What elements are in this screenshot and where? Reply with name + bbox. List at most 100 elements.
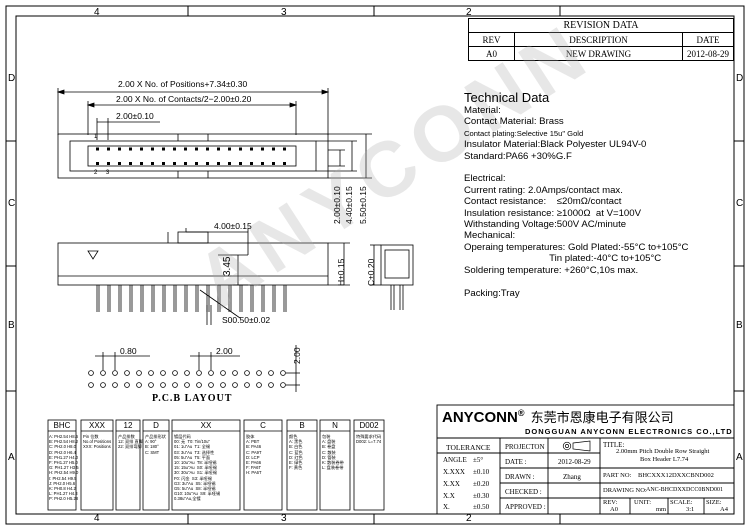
- revision-cell-description: NEW DRAWING: [514, 46, 683, 61]
- tolerance-title: TOLERANCE: [446, 443, 491, 452]
- code-header-material: C: [260, 421, 266, 430]
- dim-row-spacing: 2.00±0.10: [332, 186, 342, 224]
- zone-bottom-3: 3: [281, 513, 287, 524]
- top-view: [56, 88, 372, 179]
- tolerance-row-4-label: X.: [443, 503, 450, 511]
- tolerance-row-4-value: ±0.50: [473, 503, 490, 511]
- zone-right-D: D: [736, 73, 744, 84]
- projection-label: PROJECTON: [505, 443, 545, 451]
- drawing-no-label: DRAWING NO:: [603, 487, 647, 494]
- revision-cell-date: 2012-08-29: [682, 46, 734, 61]
- tolerance-row-2-value: ±0.20: [473, 480, 490, 488]
- technical-data-line: Electrical:: [464, 173, 506, 185]
- code-col-special: 特殊要求代码 D002: L=7.74: [356, 434, 382, 445]
- zone-top-3: 3: [281, 7, 287, 18]
- code-col-series: A: PH2.54 H8.6 B: PH2.54 H8.2 C: PH2.0 H…: [49, 434, 79, 502]
- dim-body-height: H±0.15: [336, 258, 346, 286]
- code-col-rows: 产品排数 12: 双排 直脚 22: 双排弯脚: [118, 434, 143, 450]
- code-header-plating: XX: [200, 421, 212, 430]
- code-col-positions: Pin 位数 No.of Positions XXX: Positions: [83, 434, 112, 450]
- code-col-packing: 包装 A: 盘装 B: 卷盘 C: 散装 D: 管装 K: 散装卷带 L: 盘装…: [322, 434, 344, 471]
- code-col-material: 胶体 A: PBT B: PA46 C: PA9T D: LCP E: PA66…: [246, 434, 262, 476]
- title-line-1: 2.00mm Pitch Double Row Straight: [616, 448, 710, 455]
- zone-left-D: D: [8, 73, 16, 84]
- code-header-type: D: [153, 421, 159, 430]
- zone-left-A: A: [8, 452, 15, 463]
- code-header-color: B: [299, 421, 305, 430]
- company-name: ANYCONN® 东莞市恩康电子有限公司: [442, 407, 674, 426]
- code-col-plating: 镀层代码 00: 无 T0: Tin/10u" 01: 1u"Au T1: 全锡…: [174, 434, 221, 502]
- rev-value: A0: [610, 506, 618, 513]
- pcb-dim-hole: 0.80: [120, 346, 137, 356]
- technical-data-line: Contact plating:Selective 15u" Gold: [464, 128, 584, 138]
- dim-outer-width: 5.50±0.15: [358, 186, 368, 224]
- dim-inner-width: 4.40±0.15: [344, 186, 354, 224]
- pcb-layout-label: P.C.B LAYOUT: [152, 393, 233, 404]
- code-table-lines: [47, 419, 385, 511]
- size-value: A4: [720, 506, 728, 513]
- title-line-2: Box Header L7.74: [640, 456, 689, 463]
- dim-contacts-length: 2.00 X No. of Contacts/2−2.00±0.20: [116, 94, 252, 104]
- technical-data-line: Insulator Material:Black Polyester UL94V…: [464, 139, 647, 151]
- code-header-packing: N: [332, 421, 338, 430]
- technical-data: Technical Data Material:Contact Material…: [464, 90, 744, 299]
- revision-title: REVISION DATA: [468, 18, 734, 33]
- registered-mark: ®: [517, 408, 525, 418]
- tolerance-angle-value: ±5°: [473, 456, 484, 464]
- pcb-dim-pitch: 2.00: [216, 346, 233, 356]
- checked-label: CHECKED :: [505, 488, 542, 496]
- revision-cell-rev: A0: [468, 46, 515, 61]
- technical-data-line: [464, 162, 744, 173]
- outer-border: [5, 5, 745, 525]
- code-col-type: 产品排形状 A: 90° B: 180° C: SMT: [145, 434, 166, 455]
- company-logo-text: ANYCONN: [442, 409, 518, 426]
- tolerance-angle-label: ANGLE: [443, 456, 467, 464]
- zone-right-B: B: [736, 320, 743, 331]
- revision-header-date: DATE: [682, 32, 734, 47]
- scale-label: SCALE:: [670, 499, 693, 506]
- revision-table: REVISION DATA REV DESCRIPTION DATE A0 NE…: [468, 18, 734, 61]
- title-block-lines: [436, 404, 735, 515]
- dim-post-height: 3.45: [222, 256, 233, 276]
- rev-label: REV:: [603, 499, 618, 506]
- dim-pitch: 2.00±0.10: [116, 111, 154, 121]
- part-no-label: PART NO:: [603, 472, 632, 479]
- size-label: SIZE:: [706, 499, 722, 506]
- zone-right-A: A: [736, 452, 743, 463]
- inner-border: [15, 15, 735, 515]
- code-col-color: 颜色 A: 黑色 B: 白色 C: 蓝色 D: 红色 E: 绿色 F: 黄色: [289, 434, 303, 471]
- technical-data-line: Standard:PA66 +30%G.F: [464, 150, 572, 162]
- code-header-special: D002: [359, 421, 379, 430]
- zone-bottom-2: 2: [466, 513, 472, 524]
- technical-data-line: Contact Material: Brass: [464, 116, 564, 128]
- dim-pin-square: S00.50±0.02: [222, 315, 271, 325]
- technical-data-line: [464, 276, 744, 287]
- dim-overall-length: 2.00 X No. of Positions+7.34±0.30: [118, 79, 248, 89]
- zone-bottom-4: 4: [94, 513, 100, 524]
- technical-data-line: Operaing temperatures: Gold Plated:-55°C…: [464, 241, 689, 253]
- technical-data-line: Contact resistance: ≤20mΩ/contact: [464, 196, 622, 208]
- tolerance-row-2-label: X.XX: [443, 480, 460, 488]
- part-no-value: BHCXXX12DXXCBND002: [638, 472, 714, 479]
- scale-value: 3:1: [686, 506, 695, 513]
- unit-value: mm: [656, 506, 667, 513]
- drawn-label: DRAWN :: [505, 473, 535, 481]
- unit-label: UNIT:: [634, 499, 652, 506]
- zone-top-2: 2: [466, 7, 472, 18]
- zone-top-4: 4: [94, 7, 100, 18]
- tolerance-row-3-label: X.X: [443, 492, 455, 500]
- technical-data-line: Current rating: 2.0Amps/contact max.: [464, 184, 623, 196]
- dim-tail-length: C±0.20: [366, 258, 376, 286]
- pcb-layout: [88, 345, 300, 392]
- company-name-en: DONGGUAN ANYCONN ELECTRONICS CO.,LTD: [525, 427, 733, 436]
- dim-key-width: 4.00±0.15: [214, 221, 252, 231]
- tolerance-row-1-value: ±0.10: [473, 468, 490, 476]
- zone-left-B: B: [8, 320, 15, 331]
- date-label: DATE :: [505, 458, 527, 466]
- tolerance-row-1-label: X.XXX: [443, 468, 465, 476]
- title-label: TITLE:: [603, 441, 625, 449]
- zone-right-C: C: [736, 198, 744, 209]
- pin-label-3: 3: [106, 170, 110, 176]
- code-header-rows: 12: [123, 421, 133, 430]
